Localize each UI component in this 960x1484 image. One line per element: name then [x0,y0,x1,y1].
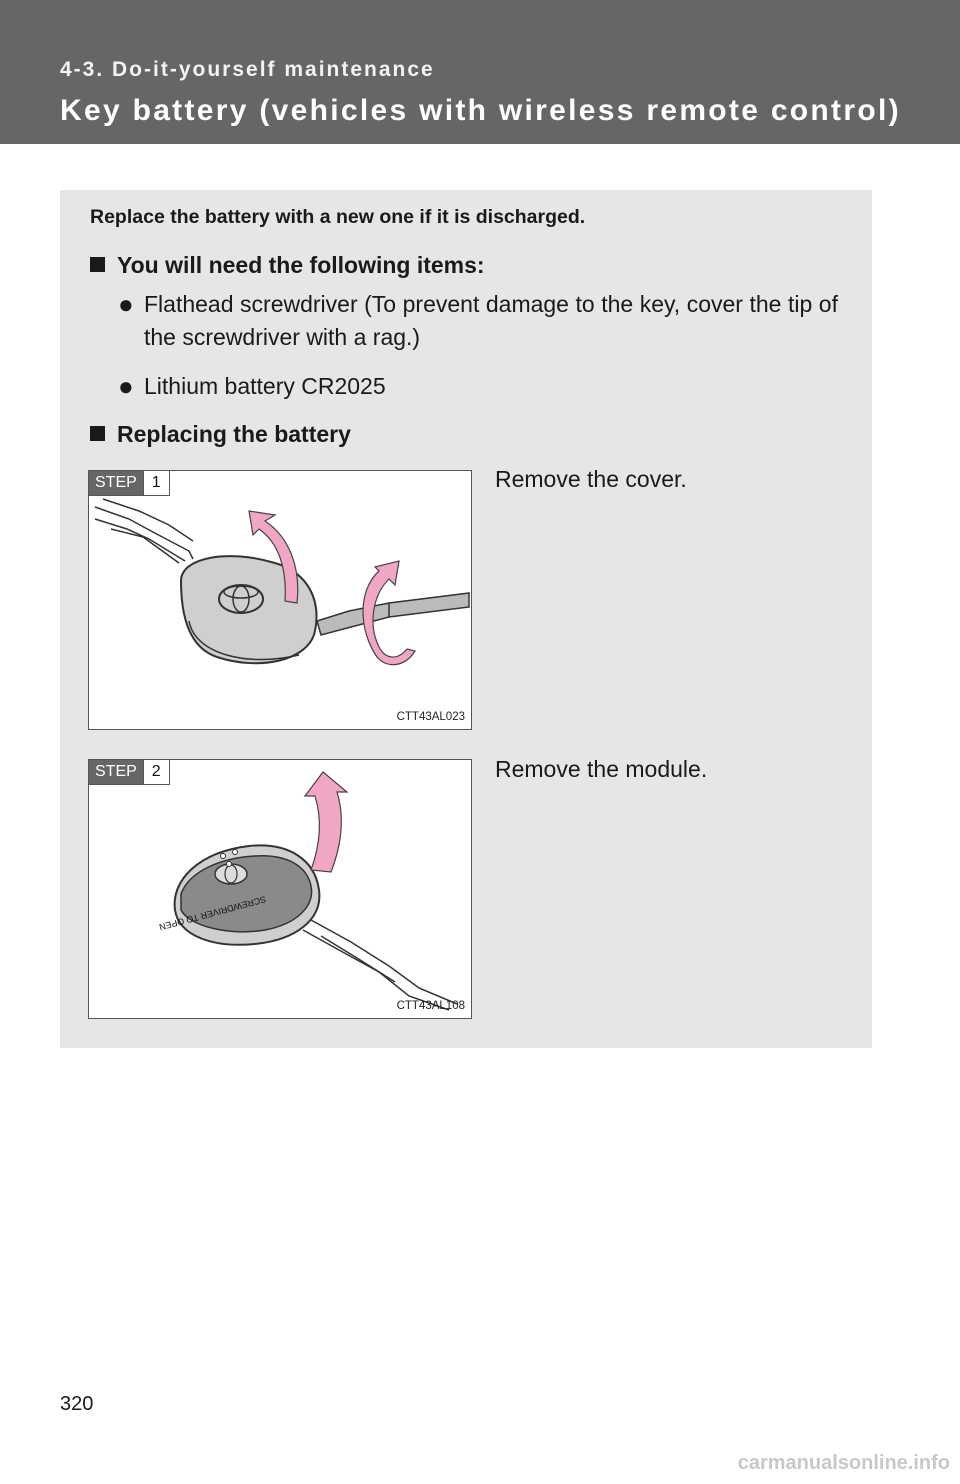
replacing-heading: Replacing the battery [90,421,351,448]
step1-figure: STEP 1 CTT43AL023 [88,470,472,730]
list-item-text: Flathead screwdriver (To prevent damage … [144,291,838,350]
list-item-text: Lithium battery CR2025 [144,373,386,399]
square-bullet-icon [90,257,105,272]
key-cover-illustration [94,498,470,666]
step1-text: Remove the cover. [495,466,687,492]
items-heading: You will need the following items: [90,252,485,279]
watermark: carmanualsonline.info [737,1452,950,1474]
section-label: 4-3. Do-it-yourself maintenance [60,58,435,81]
intro-text: Replace the battery with a new one if it… [90,206,586,228]
page-header: 4-3. Do-it-yourself maintenance Key batt… [0,0,960,144]
step-tag: STEP 2 [89,760,170,785]
replacing-heading-text: Replacing the battery [117,421,351,447]
round-bullet-icon: ● [118,371,134,401]
key-module-illustration: SCREWDRIVER TO OPEN [158,771,458,1011]
square-bullet-icon [90,426,105,441]
page-number: 320 [60,1393,94,1415]
step-number: 1 [142,471,169,495]
list-item: ● Flathead screwdriver (To prevent damag… [118,288,838,354]
step-label: STEP [89,760,143,784]
list-item: ● Lithium battery CR2025 [118,370,838,403]
items-heading-text: You will need the following items: [117,252,485,278]
figure-code: CTT43AL023 [396,711,465,723]
page-title: Key battery (vehicles with wireless remo… [60,94,901,127]
figure-code: CTT43AL108 [396,1000,465,1012]
round-bullet-icon: ● [118,289,134,319]
step2-figure: SCREWDRIVER TO OPEN STEP 2 CTT43AL108 [88,759,472,1019]
step2-text: Remove the module. [495,756,708,782]
step-number: 2 [142,760,169,784]
step-tag: STEP 1 [89,471,170,496]
step-label: STEP [89,471,143,495]
